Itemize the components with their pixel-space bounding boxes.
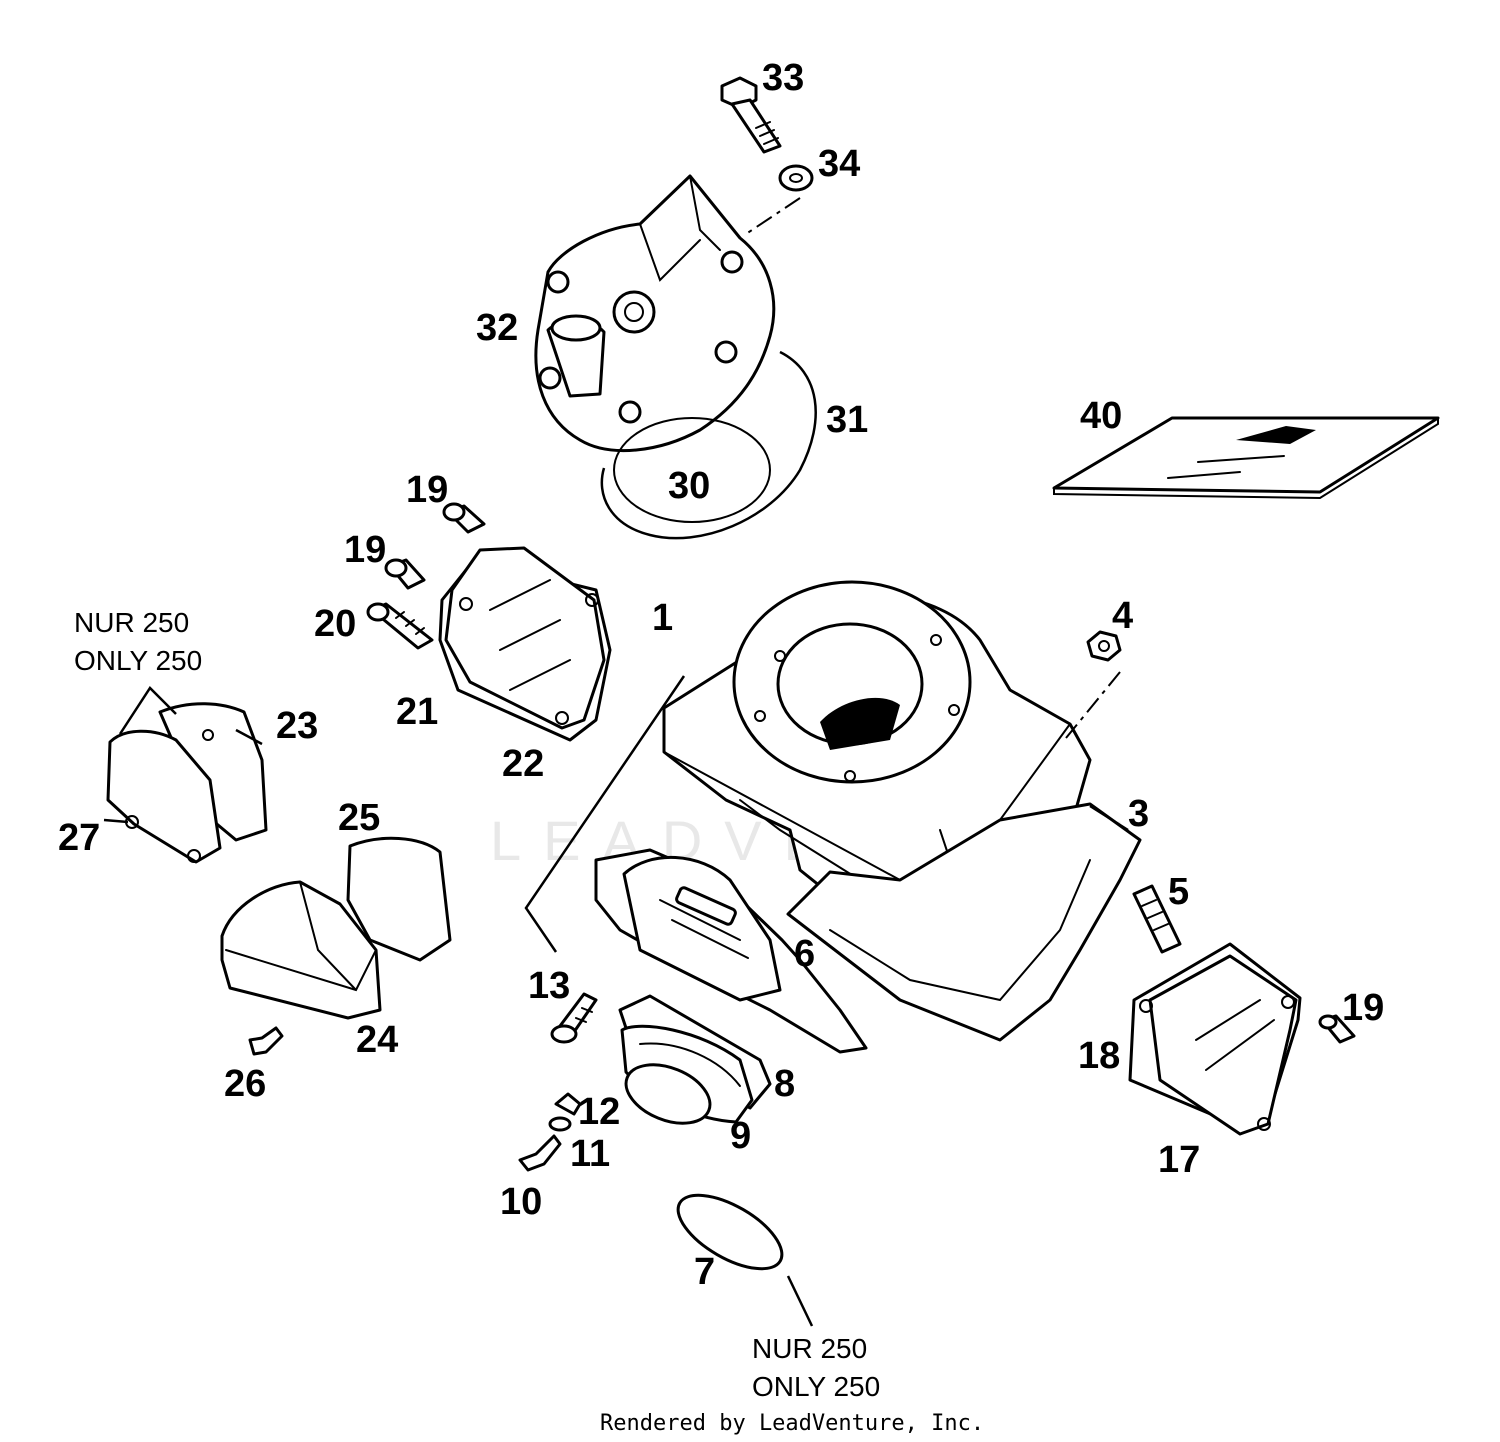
- valve-cover-17: [1139, 954, 1298, 1136]
- callout-7: 7: [694, 1251, 715, 1293]
- callout-3: 3: [1128, 793, 1149, 835]
- gasket-27: [106, 729, 222, 864]
- o-ring-31: [600, 350, 817, 540]
- callout-19-upper: 19: [406, 469, 448, 511]
- leader-3: [1089, 804, 1129, 832]
- bolt-33: [720, 76, 782, 154]
- callout-25: 25: [338, 797, 380, 839]
- leader-note-left: [118, 686, 177, 735]
- nut-4: [1086, 630, 1122, 662]
- manual-40: [1052, 416, 1440, 500]
- callout-11: 11: [570, 1133, 610, 1175]
- callout-13: 13: [528, 965, 570, 1007]
- callout-18: 18: [1078, 1035, 1120, 1077]
- callout-5: 5: [1168, 871, 1189, 913]
- callout-9: 9: [730, 1115, 751, 1157]
- cover-23: [158, 702, 268, 842]
- callout-33: 33: [762, 57, 804, 99]
- screw-19-middle: [384, 558, 426, 590]
- render-credit: Rendered by LeadVenture, Inc.: [600, 1411, 984, 1436]
- callout-17: 17: [1158, 1139, 1200, 1181]
- callout-12: 12: [578, 1091, 620, 1133]
- callout-22: 22: [502, 743, 544, 785]
- reed-block-6: [594, 848, 868, 1054]
- leader-1: [524, 675, 686, 953]
- note-bottom-line2: ONLY 250: [752, 1371, 880, 1402]
- callout-23: 23: [276, 705, 318, 747]
- callout-27: 27: [58, 817, 100, 859]
- callout-1: 1: [652, 597, 673, 639]
- callout-19-middle: 19: [344, 529, 386, 571]
- base-gasket-3: [786, 802, 1142, 1042]
- callout-4: 4: [1112, 595, 1133, 637]
- stud-5: [1132, 884, 1182, 954]
- o-ring-7: [676, 1193, 784, 1271]
- leader-23: [235, 728, 263, 746]
- screw-20: [366, 602, 434, 650]
- callout-40: 40: [1080, 395, 1122, 437]
- callout-26: 26: [224, 1063, 266, 1105]
- assembly-line-4: [1065, 671, 1121, 739]
- note-left-line1: NUR 250: [74, 607, 189, 638]
- screw-13: [550, 992, 598, 1044]
- leader-7: [786, 1275, 814, 1327]
- callout-34: 34: [818, 143, 860, 185]
- callout-32: 32: [476, 307, 518, 349]
- o-ring-30: [613, 417, 771, 523]
- bolt-10: [518, 1134, 562, 1172]
- note-bottom-line1: NUR 250: [752, 1333, 867, 1364]
- callout-30: 30: [668, 465, 710, 507]
- screw-19-upper: [442, 502, 486, 534]
- washer-34: [778, 164, 814, 192]
- cylinder-head-32: [534, 174, 776, 453]
- washer-11: [548, 1116, 572, 1132]
- valve-cover-22: [444, 546, 606, 730]
- screw-26: [248, 1026, 284, 1056]
- leader-27: [103, 818, 129, 824]
- screw-19-right: [1318, 1014, 1356, 1044]
- gasket-25: [346, 836, 452, 962]
- intake-housing-24: [220, 880, 382, 1020]
- callout-20: 20: [314, 603, 356, 645]
- assembly-line-34: [745, 197, 801, 235]
- callout-31: 31: [826, 399, 868, 441]
- intake-manifold-9: [620, 1024, 754, 1125]
- callout-24: 24: [356, 1019, 398, 1061]
- callout-19-right: 19: [1342, 987, 1384, 1029]
- callout-10: 10: [500, 1181, 542, 1223]
- note-left-line2: ONLY 250: [74, 645, 202, 676]
- callout-8: 8: [774, 1063, 795, 1105]
- clamp-12: [554, 1092, 582, 1116]
- callout-21: 21: [396, 691, 438, 733]
- callout-6: 6: [794, 933, 815, 975]
